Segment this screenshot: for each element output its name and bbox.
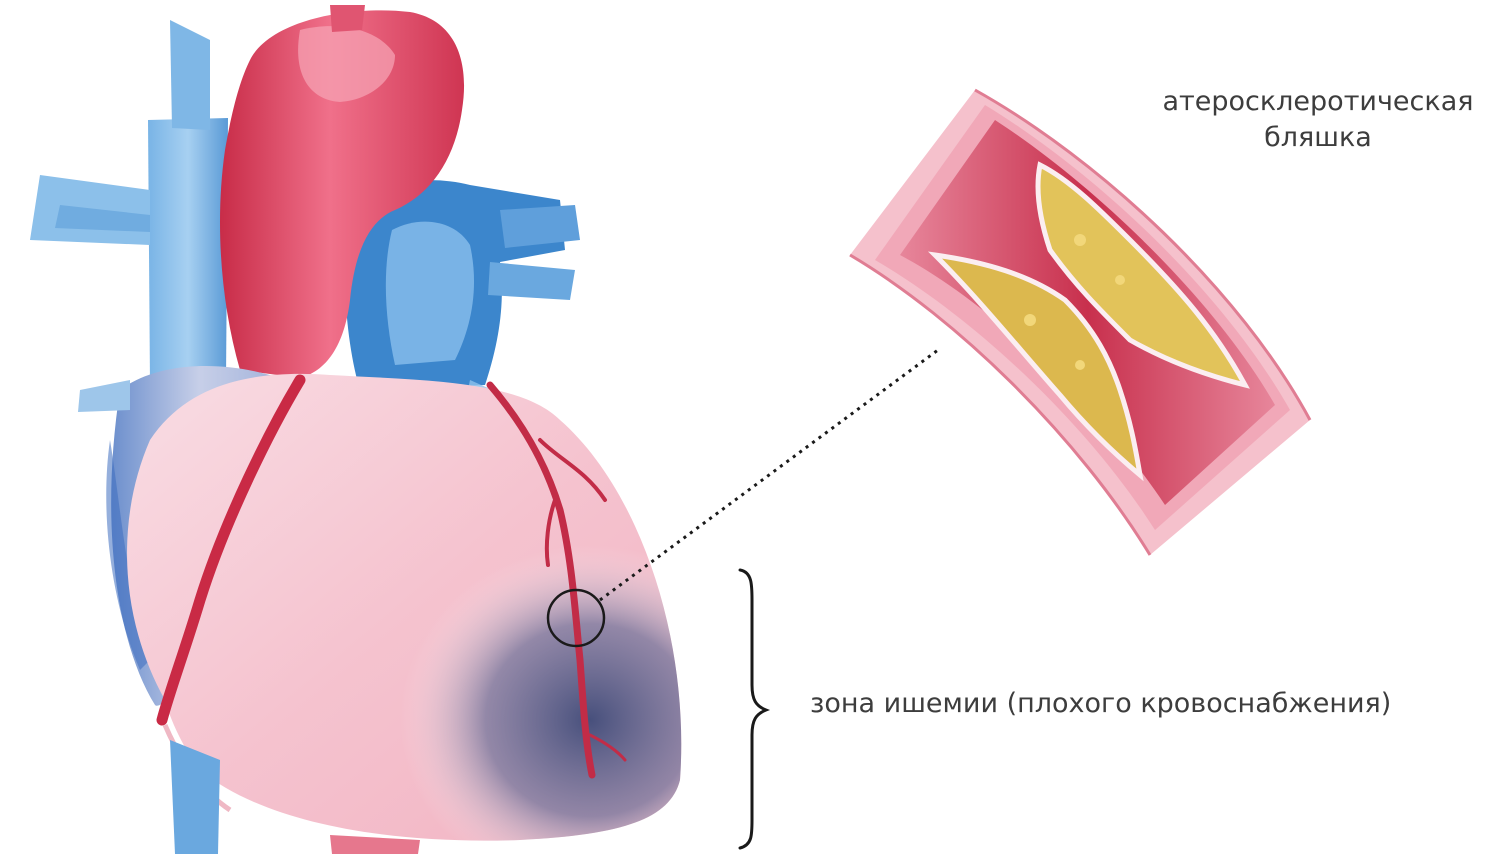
ischemia-brace — [740, 570, 766, 848]
heart-illustration — [30, 5, 780, 854]
plaque-label: атеросклеротическая бляшка — [1148, 84, 1488, 156]
descending-aorta — [330, 835, 420, 854]
superior-vena-cava — [30, 20, 228, 385]
inferior-vena-cava — [170, 740, 220, 854]
plaque-label-line1: атеросклеротическая — [1148, 84, 1488, 120]
dotted-connector — [600, 350, 938, 600]
vessel-cross-section — [850, 90, 1310, 555]
ischemia-zone-label: зона ишемии (плохого кровоснабжения) — [810, 686, 1391, 722]
ventricles — [127, 374, 780, 854]
plaque-label-line2: бляшка — [1148, 120, 1488, 156]
